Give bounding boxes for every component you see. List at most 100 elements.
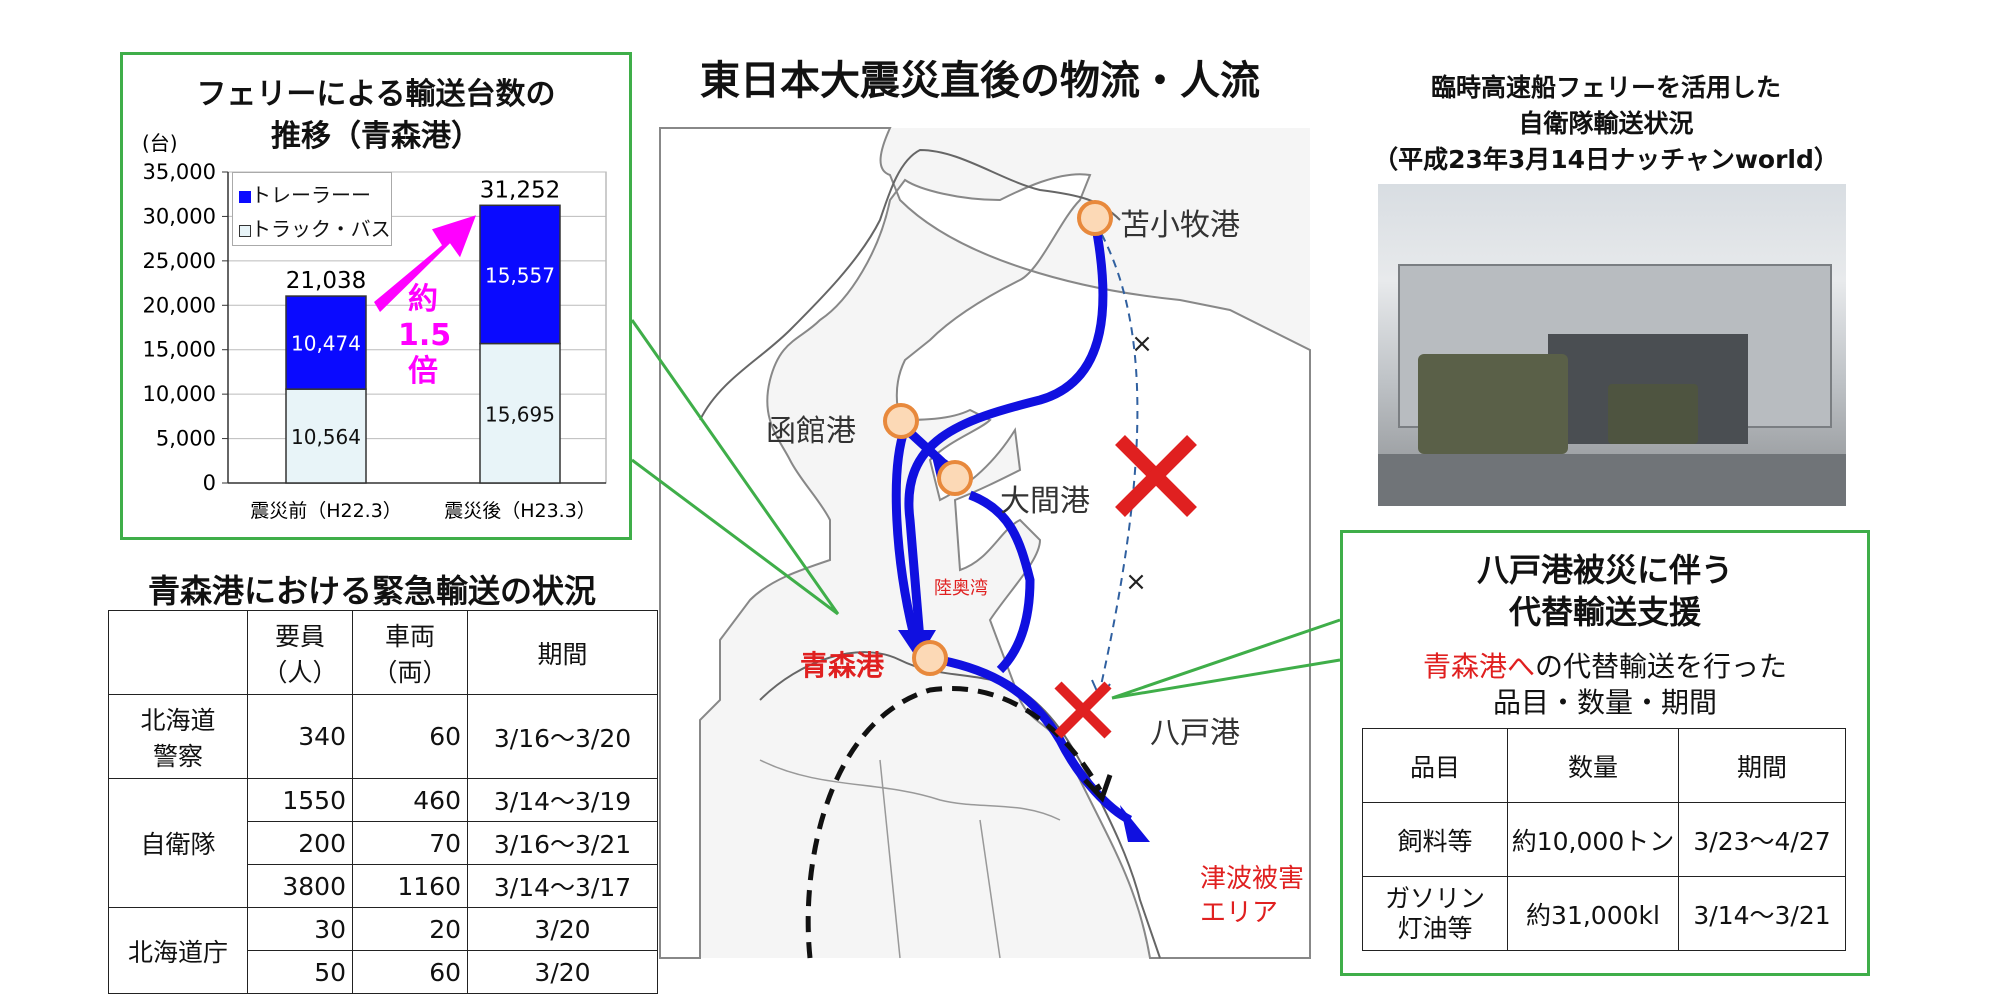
multiplier-label: 約 1.5 倍 [398, 282, 452, 390]
chart-segment-label: 15,695 [485, 402, 555, 426]
left-table-cell: 30 [247, 907, 353, 951]
right-table-header-quantity: 数量 [1507, 728, 1679, 803]
chart-title-line2: 推移（青森港） [271, 119, 481, 154]
tsunami-area-label: 津波被害 エリア [1200, 862, 1304, 930]
tsunami-line-2: エリア [1200, 898, 1279, 928]
chart-total-label: 21,038 [286, 268, 366, 294]
hachinohe-red-cross [1054, 681, 1112, 739]
route-aomori-south [939, 655, 1133, 825]
left-table-cell: 3/20 [467, 950, 658, 994]
left-table-header-period: 期間 [467, 610, 658, 695]
chart-y-tick-label: 20,000 [143, 293, 216, 317]
right-box-desc-line2: 品目・数量・期間 [1492, 686, 1717, 719]
left-table-cell: 70 [352, 821, 468, 865]
legend-item-trailer: トレーラーー [239, 179, 371, 208]
left-table-cell: 460 [352, 778, 468, 822]
callout-chart-to-aomori [630, 319, 840, 616]
right-table-cell: ガソリン 灯油等 [1362, 876, 1508, 951]
chart-x-tick-label: 震災後（H23.3） [444, 500, 596, 522]
sea-area [659, 127, 1311, 959]
alternate-transport-table: 品目 数量 期間 飼料等 約10,000トン 3/23～4/27 ガソリン 灯油… [1362, 728, 1846, 951]
left-table-header-vehicles: 車両 （両） [352, 610, 468, 695]
prefecture-border [759, 759, 1061, 959]
left-table-cell: 3800 [247, 864, 353, 908]
hokkaido-coast [699, 148, 1121, 421]
chart-y-axis: 0 5,000 10,000 15,000 20,000 25,000 30,000 35,0… [143, 160, 606, 495]
bay-label: 陸奥湾 [934, 578, 988, 599]
port-marker-oma [937, 460, 973, 496]
photo-title-line3: （平成23年3月14日ナッチャンworld） [1373, 145, 1839, 174]
photo-title-line2: 自衛隊輸送状況 [1518, 109, 1694, 138]
legend-swatch-truck [239, 224, 251, 237]
chart-y-tick-label: 15,000 [143, 338, 216, 362]
port-marker-hakodate [883, 403, 919, 439]
increase-arrow [374, 215, 476, 313]
small-cross-mark-2: × [1125, 567, 1147, 597]
multiplier-bai: 倍 [408, 354, 438, 389]
legend-dash: ー [351, 183, 371, 207]
chart-labels: (台)10,56410,47421,038震災前（H22.3）15,69515,… [142, 131, 596, 522]
right-table-cell: 約10,000トン [1507, 802, 1679, 877]
ground [1378, 454, 1846, 506]
left-table-cell: 3/20 [467, 907, 658, 951]
chart-y-tick-label: 30,000 [143, 204, 216, 228]
right-box-desc-line1: 青森港への代替輸送を行った [1343, 645, 1867, 685]
photo-title: 臨時高速船フェリーを活用した 自衛隊輸送状況 （平成23年3月14日ナッチャンw… [1346, 70, 1866, 178]
right-table-header-item: 品目 [1362, 728, 1508, 803]
port-label-hakodate: 函館港 [766, 414, 856, 449]
ferry-photo [1378, 184, 1846, 506]
right-table-cell: 3/14～3/21 [1678, 876, 1846, 951]
left-table-cell: 340 [247, 694, 353, 779]
military-truck-2 [1608, 384, 1698, 444]
left-table-header-staff: 要員 （人） [247, 610, 353, 695]
chart-bar-segment [285, 295, 367, 390]
multiplier-yaku: 約 [408, 282, 438, 317]
main-title: 東日本大震災直後の物流・人流 [700, 58, 1260, 104]
chart-title-line1: フェリーによる輸送台数の [196, 77, 556, 112]
left-table-group-hokkaido: 北海道庁 [108, 907, 248, 994]
port-marker-aomori [912, 640, 948, 676]
right-table-cell: 3/23～4/27 [1678, 802, 1846, 877]
port-label-oma: 大間港 [1000, 484, 1090, 519]
tsunami-line-1: 津波被害 [1200, 864, 1305, 894]
right-box-desc-red: 青森港へ [1422, 650, 1535, 683]
large-red-cross [1115, 435, 1197, 517]
left-table-cell: 50 [247, 950, 353, 994]
chart-bar-segment [285, 388, 367, 484]
photo-title-line1: 臨時高速船フェリーを活用した [1430, 73, 1781, 102]
chart-segment-label: 15,557 [485, 263, 555, 287]
legend-swatch-trailer [239, 190, 251, 203]
left-table-cell: 3/14～3/19 [467, 778, 658, 822]
multiplier-value: 1.5 [398, 318, 452, 353]
left-table-corner [108, 610, 248, 695]
route-arrowhead [1120, 805, 1150, 842]
right-table-cell: 約31,000kl [1507, 876, 1679, 951]
right-box-title-line1: 八戸港被災に伴う [1476, 551, 1733, 589]
left-table-group-police: 北海道 警察 [108, 694, 248, 779]
right-box-title-line2: 代替輸送支援 [1508, 593, 1701, 631]
chart-y-tick-label: 25,000 [143, 249, 216, 273]
right-table-header-period: 期間 [1678, 728, 1846, 803]
route-land-arrow [805, 686, 1103, 959]
chart-x-tick-label: 震災前（H22.3） [250, 500, 402, 522]
route-arrowhead [898, 630, 936, 660]
military-truck [1418, 354, 1568, 454]
chart-y-tick-label: 5,000 [156, 427, 216, 451]
legend-label-truck: トラック・バス [251, 217, 391, 241]
small-cross-mark-1: × [1131, 329, 1153, 359]
left-table-title: 青森港における緊急輸送の状況 [148, 572, 597, 610]
left-table-group-sdf: 自衛隊 [108, 778, 248, 908]
right-box-desc-rest: の代替輸送を行った [1535, 650, 1788, 683]
chart-legend: トレーラーー トラック・バス [232, 172, 392, 246]
chart-y-tick-label: 0 [203, 471, 216, 495]
port-label-tomakomai: 苫小牧港 [1120, 208, 1240, 243]
chart-y-tick-label: 35,000 [143, 160, 216, 184]
chart-y-tick-label: 10,000 [143, 382, 216, 406]
chart-bars [285, 204, 561, 484]
left-table-cell: 3/14～3/17 [467, 864, 658, 908]
left-table-cell: 3/16～3/20 [467, 694, 658, 779]
left-table-cell: 20 [352, 907, 468, 951]
port-label-aomori: 青森港 [800, 649, 885, 682]
